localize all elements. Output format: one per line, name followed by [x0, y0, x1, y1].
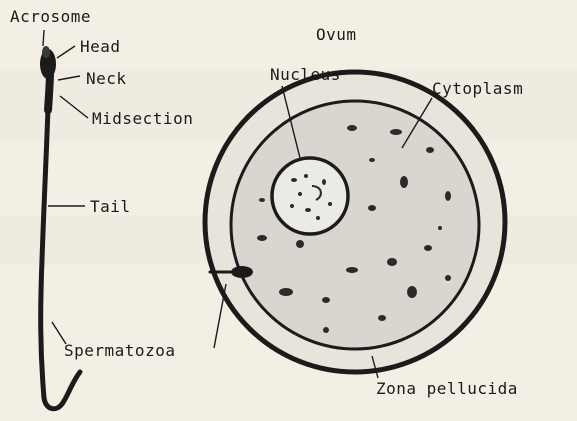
granule [323, 327, 329, 333]
ovum [205, 72, 505, 372]
granule [346, 267, 358, 273]
chromatin-spot [305, 208, 311, 212]
granule [368, 205, 376, 211]
granule [378, 315, 386, 321]
granule [257, 235, 267, 241]
ovum-spermatozoa-leader [214, 284, 226, 348]
granule [426, 147, 434, 153]
label-tail: Tail [90, 197, 131, 216]
head-leader [57, 46, 75, 58]
granule [369, 158, 375, 162]
label-ovum: Ovum [316, 25, 357, 44]
label-spermatozoa: Spermatozoa [64, 341, 175, 360]
chromatin-spot [322, 179, 326, 185]
label-neck: Neck [86, 69, 127, 88]
granule [296, 240, 304, 248]
chromatin-spot [304, 174, 308, 178]
label-midsection: Midsection [92, 109, 193, 128]
label-zona-pellucida: Zona pellucida [376, 379, 518, 398]
granule [400, 176, 408, 188]
chromatin-spot [316, 216, 320, 220]
granule [387, 258, 397, 266]
granule [438, 226, 442, 230]
label-cytoplasm: Cytoplasm [432, 79, 523, 98]
label-acrosome: Acrosome [10, 7, 91, 26]
chromatin-spot [291, 178, 297, 182]
granule [390, 129, 402, 135]
granule [407, 286, 417, 298]
granule [259, 198, 265, 202]
label-head: Head [80, 37, 121, 56]
granule [347, 125, 357, 131]
nucleus [272, 158, 348, 234]
acrosome-leader [43, 30, 44, 46]
granule [424, 245, 432, 251]
granule [322, 297, 330, 303]
granule [279, 288, 293, 296]
chromatin-spot [298, 192, 302, 196]
entering-sperm-head [231, 266, 253, 278]
chromatin-spot [328, 202, 332, 206]
sperm-acrosome [42, 46, 50, 58]
granule [445, 275, 451, 281]
cytoplasm [231, 101, 479, 349]
label-nucleus: Nucleus [270, 65, 341, 84]
chromatin-spot [290, 204, 294, 208]
granule [445, 191, 451, 201]
